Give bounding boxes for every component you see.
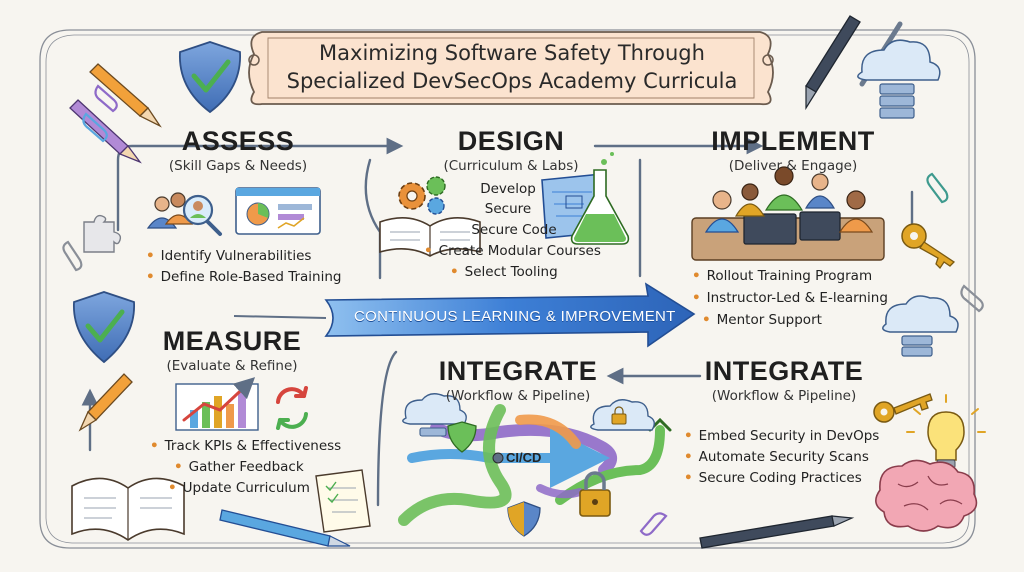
loop-center-left: [376, 350, 398, 507]
loop-design-left: [364, 158, 382, 280]
cicd-label: CI/CD: [506, 450, 542, 465]
integrate-right-bullet-3: Secure Coding Practices: [684, 470, 862, 486]
design-bullet-1: Create Modular Courses: [424, 243, 601, 259]
design-bullet-2: Select Tooling: [450, 264, 558, 280]
gear-icon: [398, 176, 446, 215]
assess-subtitle: (Skill Gaps & Needs): [168, 158, 308, 174]
implement-bullet-3: Mentor Support: [702, 312, 822, 328]
shield-check-icon: [447, 421, 477, 453]
cloud-server-icon: [857, 39, 941, 119]
shield-check-icon: [507, 501, 541, 537]
team-icon: [146, 192, 194, 229]
title-line-2: Specialized DevSecOps Academy Curricula: [286, 69, 738, 93]
assess-bullet-1: Identify Vulnerabilities: [146, 248, 312, 264]
pen-icon: [219, 509, 351, 547]
outer-frame: [39, 29, 976, 549]
refresh-icon: [276, 386, 308, 430]
book-icon: [71, 477, 185, 541]
flask-icon: [570, 152, 630, 245]
implement-heading: IMPLEMENT: [711, 126, 875, 156]
cloud-lock-icon: [590, 399, 655, 431]
pencil-icon: [78, 373, 133, 432]
cloud-server-icon: [882, 295, 959, 357]
lightbulb-icon: [906, 394, 986, 469]
implement-bullet-2: Instructor-Led & E-learning: [692, 290, 888, 306]
design-subtitle: (Curriculum & Labs): [443, 158, 579, 174]
cloud-server-icon: [402, 393, 467, 437]
implement-subtitle: (Deliver & Engage): [728, 158, 858, 174]
puzzle-icon: [83, 214, 122, 253]
design-heading: DESIGN: [457, 126, 565, 156]
meeting-icon: [691, 166, 885, 261]
continuous-learning-label: CONTINUOUS LEARNING & IMPROVEMENT: [354, 308, 676, 325]
pen-icon: [699, 515, 855, 549]
dashboard-icon: [235, 187, 321, 235]
magnifier-icon: [182, 194, 222, 236]
title-scroll: [248, 31, 774, 106]
measure-bullet-2: Gather Feedback: [174, 459, 304, 475]
paperclip-icon: [62, 84, 984, 536]
integrate-right-heading: INTEGRATE: [704, 356, 864, 386]
design-line-3: Secure Code: [471, 222, 557, 238]
integrate-right-bullet-2: Automate Security Scans: [684, 449, 869, 465]
measure-subtitle: (Evaluate & Refine): [166, 358, 298, 374]
design-line-2: Secure: [484, 201, 532, 217]
assess-bullet-2: Define Role-Based Training: [146, 269, 342, 285]
measure-bullet-1: Track KPIs & Effectiveness: [150, 438, 342, 454]
assess-heading: ASSESS: [181, 126, 295, 156]
integrate-right-bullet-1: Embed Security in DevOps: [684, 428, 880, 444]
title-line-1: Maximizing Software Safety Through: [319, 41, 705, 65]
padlock-icon: [579, 471, 611, 517]
cicd-node: [492, 452, 504, 464]
key-icon: [901, 223, 956, 270]
brain-icon: [875, 459, 978, 532]
chart-icon: [175, 377, 259, 431]
notepad-icon: [315, 469, 371, 533]
integrate-center-subtitle: (Workflow & Pipeline): [445, 388, 591, 404]
key-icon: [873, 393, 933, 423]
shield-check-icon: [73, 291, 135, 364]
measure-bullet-3: Update Curriculum: [168, 480, 310, 496]
design-line-1: Develop: [480, 181, 536, 197]
shield-check-icon: [179, 41, 241, 114]
integrate-right-subtitle: (Workflow & Pipeline): [711, 388, 857, 404]
integrate-center-heading: INTEGRATE: [438, 356, 598, 386]
measure-heading: MEASURE: [162, 326, 302, 356]
continuous-learning-banner: [233, 282, 696, 348]
implement-bullet-1: Rollout Training Program: [692, 268, 872, 284]
